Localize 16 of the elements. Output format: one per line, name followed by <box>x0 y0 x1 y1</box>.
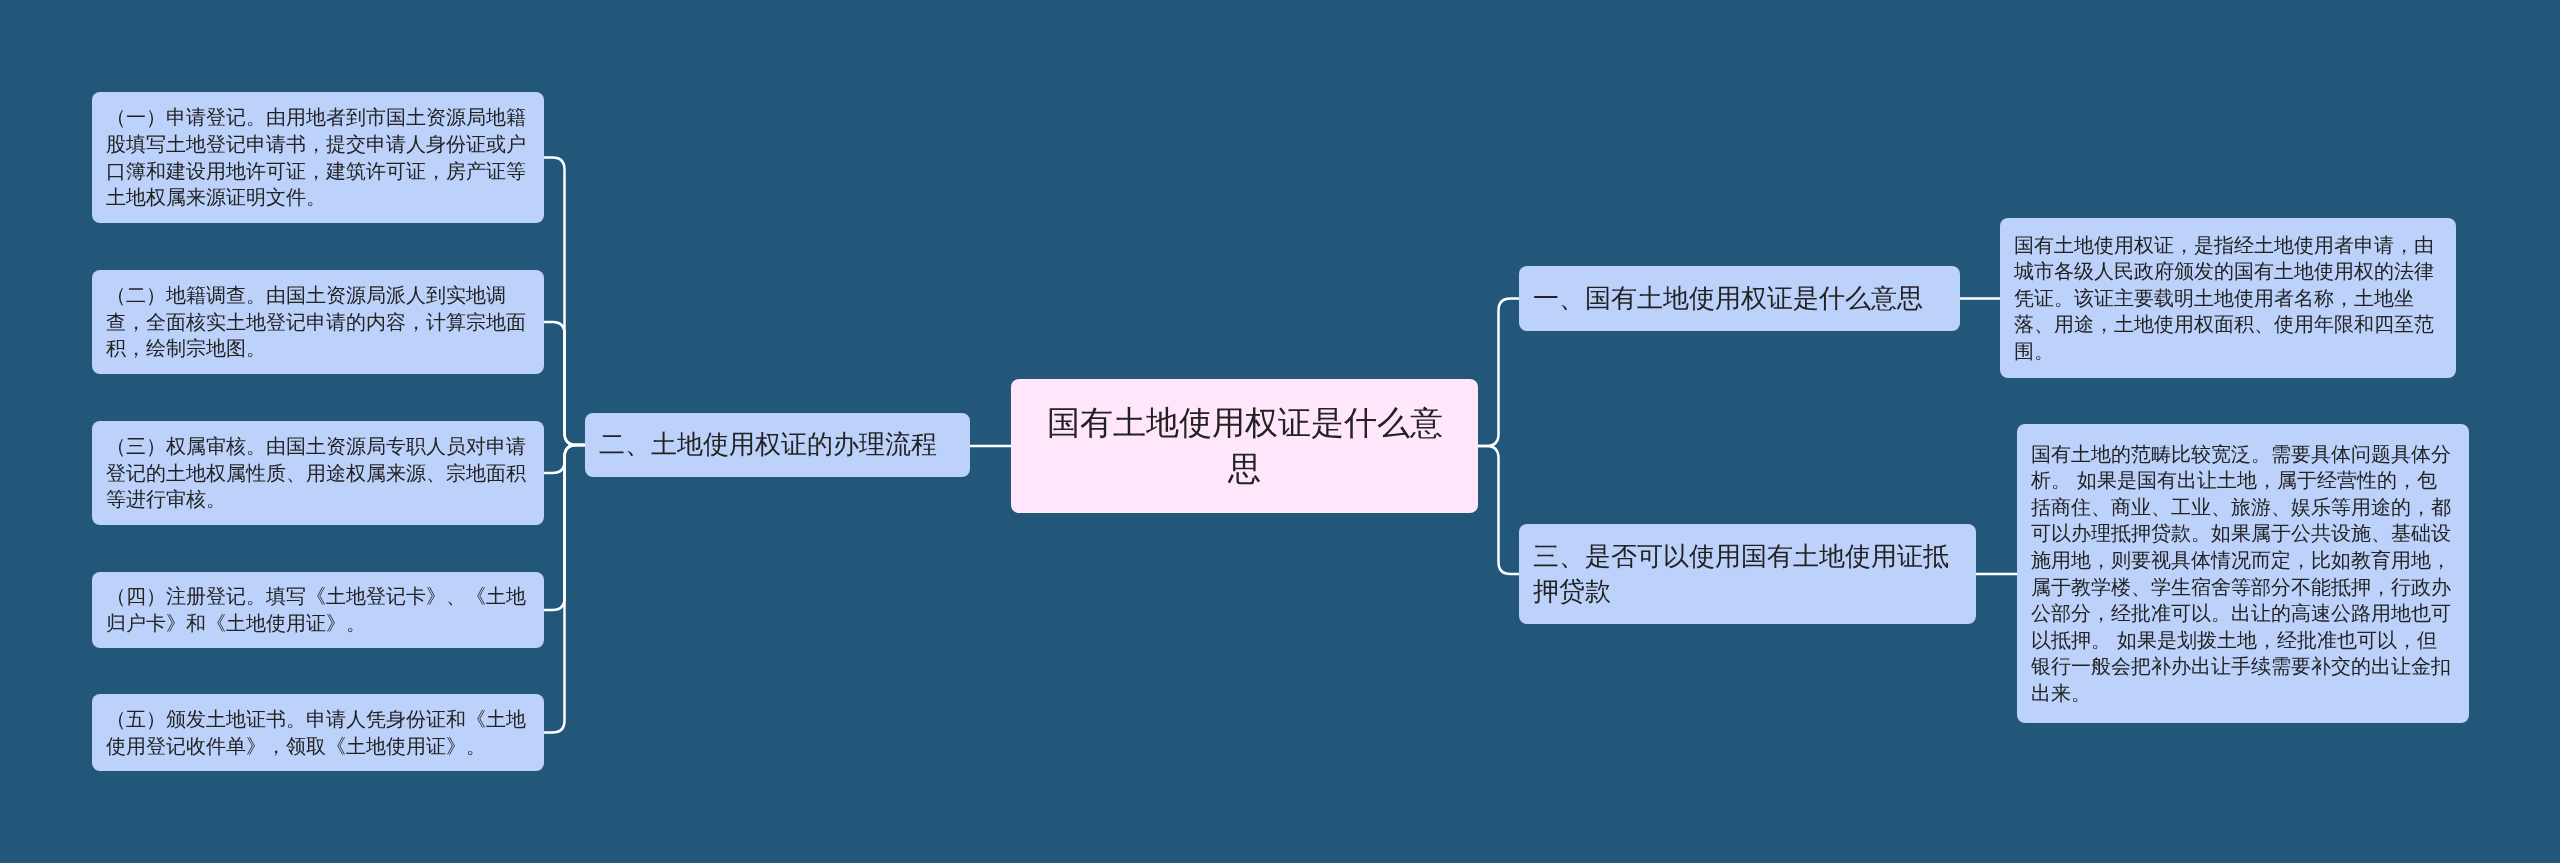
connector-line <box>544 443 585 734</box>
topic-box: 一、国有土地使用权证是什么意思 <box>1519 266 1960 331</box>
note-box: （四）注册登记。填写《土地登记卡》、《土地归户卡》和《土地使用证》。 <box>92 572 544 648</box>
note-box: （五）颁发土地证书。申请人凭身份证和《土地使用登记收件单》，领取《土地使用证》。 <box>92 694 544 771</box>
note-box: （一）申请登记。由用地者到市国土资源局地籍股填写土地登记申请书，提交申请人身份证或户口簿和建设用地许可证，建筑许可证，房产证等土地权属来源证明文件。 <box>92 92 544 223</box>
connector-line <box>1478 444 1519 576</box>
connector-line <box>1976 572 2017 576</box>
note-box: （三）权属审核。由国土资源局专职人员对申请登记的土地权属性质、用途权属来源、宗地面积等进行审核。 <box>92 421 544 525</box>
note-box: 国有土地使用权证，是指经土地使用者申请，由城市各级人民政府颁发的国有土地使用权的法律凭证。该证主要载明土地使用者名称，土地坐落、用途，土地使用权面积、使用年限和四至范围。 <box>2000 218 2456 378</box>
central-topic-box: 国有土地使用权证是什么意思 <box>1011 379 1478 513</box>
connector-line <box>970 444 1011 448</box>
connector-line <box>1960 297 2000 300</box>
topic-box: 二、土地使用权证的办理流程 <box>585 413 970 477</box>
note-box: 国有土地的范畴比较宽泛。需要具体问题具体分析。 如果是国有出让土地，属于经营性的，包括商住、商业、工业、旅游、娱乐等用途的，都可以办理抵押贷款。如果属于公共设施、基础设施用地，则要视具体情况而定，比如教育用地，属于教学楼、学生宿舍等部分不能抵押，行政办公部分，经批准可以。出让的高速公路用地也可以抵押。 如果是划拨土地，经批准也可以，但银行一般会把补办出让手续需要补交的出让金扣出来。 <box>2017 424 2469 723</box>
topic-box: 三、是否可以使用国有土地使用证抵押贷款 <box>1519 524 1976 624</box>
note-box: （二）地籍调查。由国土资源局派人到实地调查，全面核实土地登记申请的内容，计算宗地面积，绘制宗地图。 <box>92 270 544 374</box>
